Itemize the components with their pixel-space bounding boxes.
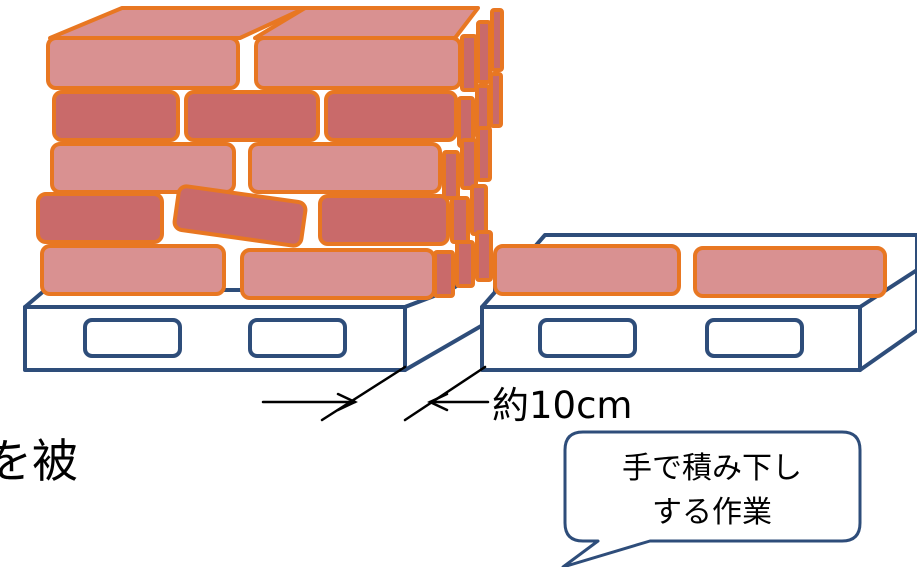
brick [324,90,458,142]
brick [50,142,236,194]
brick [693,246,887,298]
brick [46,36,240,90]
right-pallet-slot-1 [538,318,637,358]
partial-caption: を被 [0,434,78,488]
single-layer-bricks [493,244,887,298]
brick-end [476,20,492,84]
brick [254,36,462,90]
brick-end [460,138,478,190]
brick-end [475,230,493,282]
right-pallet-slot-2 [705,318,804,358]
brick [240,248,436,300]
brick-end [455,240,475,288]
callout-shape [561,430,862,567]
dimension-arrowhead-right [427,392,449,412]
brick [52,90,180,142]
dimension-arrowhead-left [336,392,358,412]
brick [318,194,450,246]
brick [493,244,681,296]
dimension-slash-right [403,365,487,422]
left-pallet-slot-2 [248,318,347,358]
brick-end [460,34,478,92]
left-pallet-slot-1 [83,318,182,358]
brick-end [442,150,460,200]
callout-bubble: 手で積み下し する作業 [561,430,862,567]
callout-line-1: 手で積み下し [622,451,802,486]
brick [40,244,226,296]
brick-end [470,184,488,236]
brick [172,184,308,248]
brick [248,142,442,194]
brick-end [476,126,492,182]
gap-dimension [261,365,490,422]
brick-end [490,8,504,72]
brick [36,192,164,244]
left-pallet-front [23,305,407,372]
brick-stack [36,6,504,300]
brick-end [489,72,503,128]
dimension-slash-left [320,365,407,422]
left-pallet [23,260,497,372]
brick-end [433,250,455,298]
callout-line-2: する作業 [652,495,772,530]
gap-label: 約10cm [492,384,632,427]
brick-side-faces [433,8,504,298]
brick-end [450,196,470,244]
brick [184,90,320,142]
